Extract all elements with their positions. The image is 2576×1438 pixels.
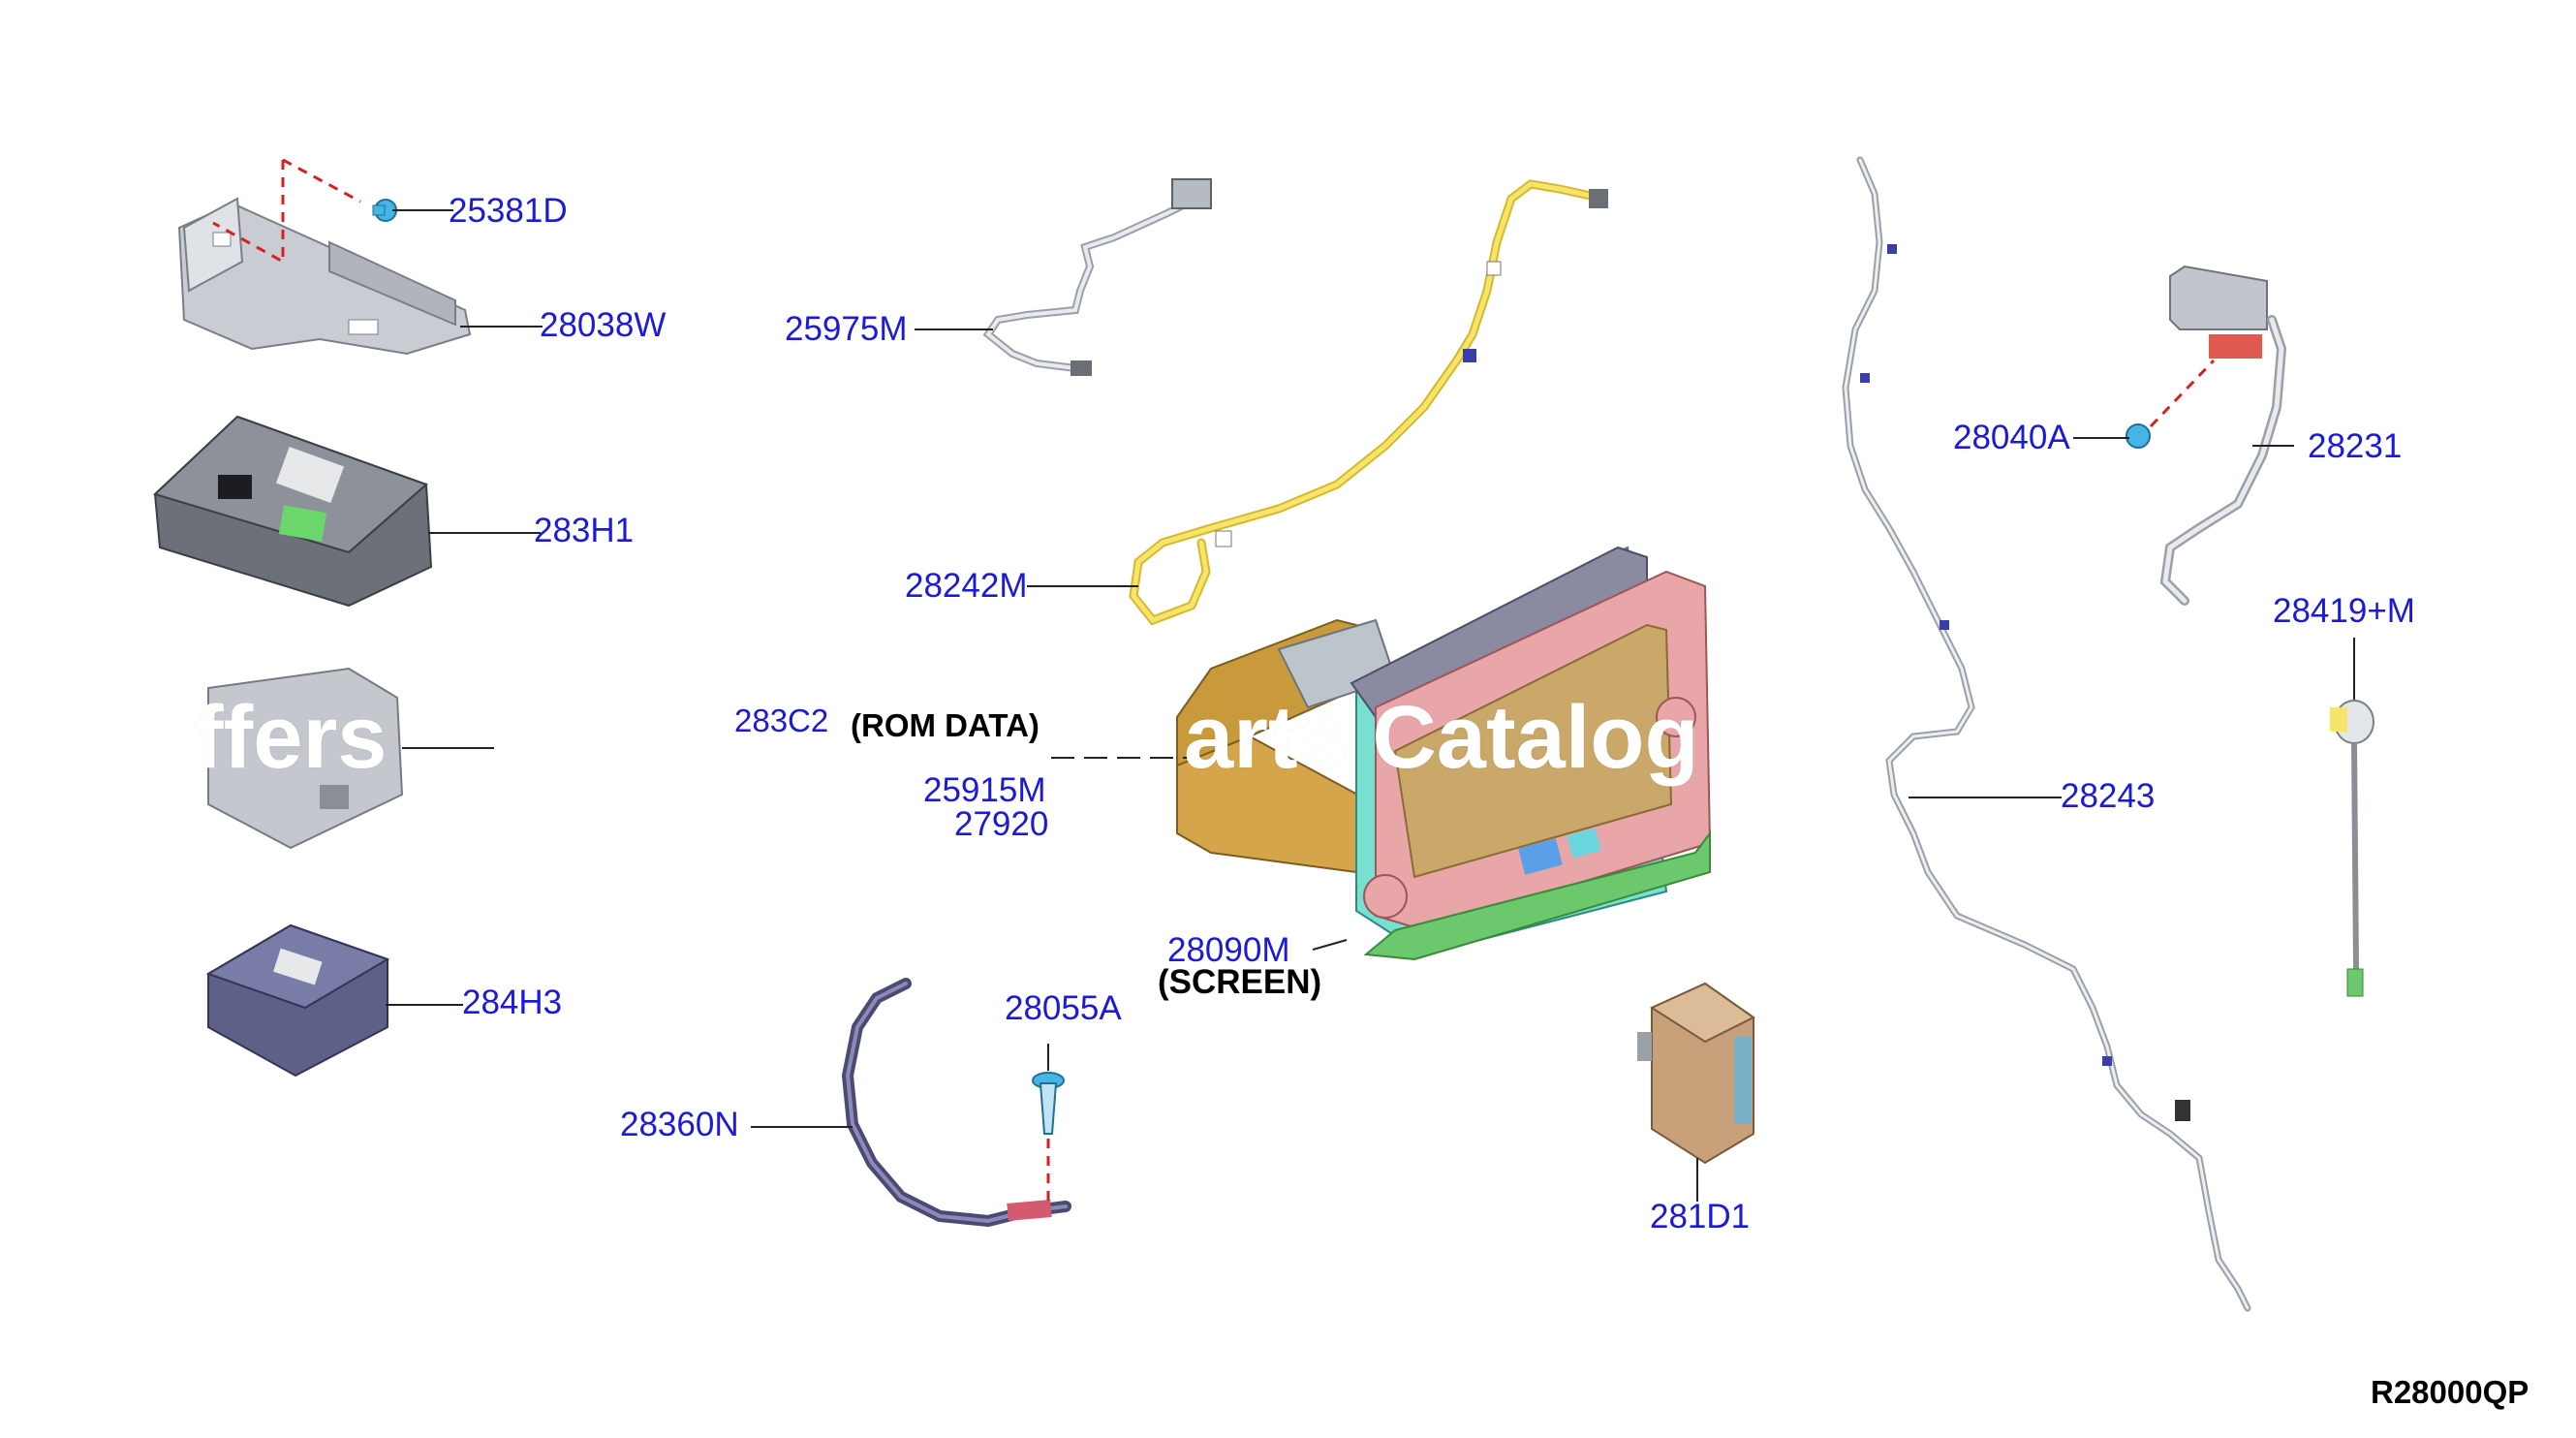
label-25975M: 25975M xyxy=(785,310,908,348)
label-283H1: 283H1 xyxy=(534,512,635,549)
diagram-code: R28000QP xyxy=(2371,1374,2529,1410)
label-28038W: 28038W xyxy=(540,306,667,344)
label-28231: 28231 xyxy=(2308,427,2403,465)
bracket-28038W xyxy=(177,197,472,356)
module-281D1 xyxy=(1637,982,1755,1165)
clip-28055A xyxy=(1032,1072,1065,1135)
screw-25381D xyxy=(372,199,397,222)
label-27920: 27920 xyxy=(954,805,1049,843)
dashed-link-28040A xyxy=(2149,359,2216,428)
watermark-left: ffers xyxy=(194,688,388,787)
label-25381D: 25381D xyxy=(449,192,568,230)
label-28419M: 28419+M xyxy=(2273,592,2415,630)
module-284H3 xyxy=(205,923,390,1078)
module-under-watermark xyxy=(207,667,404,850)
label-25915M: 25915M xyxy=(923,771,1046,809)
label-28090M: 28090M xyxy=(1167,931,1290,969)
label-28360N: 28360N xyxy=(620,1106,739,1143)
label-rom-data: (ROM DATA) xyxy=(851,707,1040,743)
leader-lines xyxy=(386,209,2355,1202)
watermark-right: arts Catalog xyxy=(1184,688,1699,787)
label-283C2: 283C2 xyxy=(734,703,829,738)
label-28040A: 28040A xyxy=(1953,419,2070,456)
label-28242M: 28242M xyxy=(905,567,1028,605)
label-284H3: 284H3 xyxy=(462,984,563,1021)
screw-28040A xyxy=(2126,423,2151,449)
harness-25975M xyxy=(982,178,1212,376)
antenna-28419M xyxy=(2330,700,2374,997)
display-unit xyxy=(1176,546,1712,961)
module-28231 xyxy=(2159,265,2287,606)
label-281D1: 281D1 xyxy=(1650,1198,1751,1235)
harness-28242M xyxy=(1129,179,1608,626)
cable-28360N xyxy=(841,978,1071,1228)
label-screen: (SCREEN) xyxy=(1158,963,1322,1001)
harness-28243 xyxy=(1842,156,2251,1312)
label-28055A: 28055A xyxy=(1005,989,1122,1027)
module-283H1 xyxy=(153,415,433,608)
label-28243: 28243 xyxy=(2061,777,2156,815)
